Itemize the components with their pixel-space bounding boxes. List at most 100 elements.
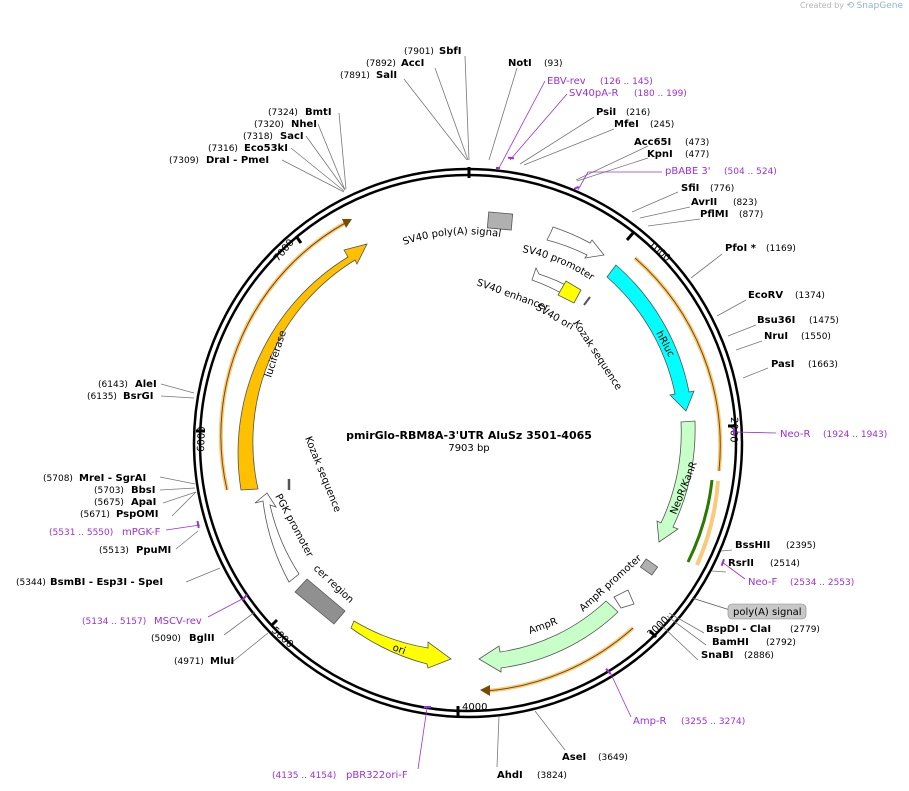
site-pos-BglII: (5090) (151, 634, 181, 644)
site-AleI: AleI (135, 379, 157, 390)
site-SfiI: SfiI (681, 183, 699, 194)
site-pos-BssHII: (2395) (786, 541, 816, 551)
site-SacI: SacI (280, 131, 304, 142)
site-pos-KpnI: (477) (685, 150, 709, 160)
feature-ori-label: ori (391, 642, 407, 657)
site-BssHII: BssHII (735, 540, 770, 551)
primer-pBABE: pBABE 3' (665, 166, 711, 177)
site-PasI: PasI (771, 359, 794, 370)
primer-EBV-rev: EBV-rev (547, 76, 586, 87)
feature-ampR (478, 600, 619, 673)
site-pos-BbsI: (5703) (94, 486, 124, 496)
site-PpuMI: PpuMI (136, 545, 171, 556)
feature-kozak-right-label: Kozak sequence (570, 319, 623, 393)
site-Eco53kI: Eco53kI (244, 143, 288, 154)
site-MreI-SgrAI: MreI - SgrAI (79, 473, 146, 484)
polyA-signal-badge (727, 603, 807, 620)
site-Bsu36I: Bsu36I (757, 315, 795, 326)
site-BsrGI: BsrGI (123, 391, 153, 402)
primer-range-pBABE: (504 .. 524) (724, 167, 777, 177)
feature-sv40pA-box2 (639, 558, 659, 576)
site-pos-NotI: (93) (544, 59, 562, 69)
site-BspDI-ClaI: BspDI - ClaI (706, 624, 771, 635)
site-pos-SalI: (7891) (340, 71, 370, 81)
site-pos-MfeI: (245) (650, 120, 674, 130)
site-BamHI: BamHI (712, 637, 749, 648)
orf-luc-arrowhead (342, 219, 352, 228)
backbone (192, 167, 744, 719)
site-RsrII: RsrII (728, 558, 754, 569)
feature-amp-promoter-label: AmpR promoter (578, 552, 645, 614)
feature-sv40-promoter (546, 226, 605, 259)
site-SalI: SalI (376, 70, 397, 81)
site-pos-PasI: (1663) (808, 360, 838, 370)
tick-5000-mark (269, 618, 279, 628)
tick-1000-mark (625, 232, 635, 241)
tick-4000: 4000 (462, 702, 487, 713)
site-ApaI: ApaI (131, 497, 156, 508)
site-labels: (7901) SbfI (7892) AccI (7891) SalI NotI… (16, 46, 839, 781)
site-pos-Bsu36I: (1475) (809, 316, 839, 326)
plasmid-length: 7903 bp (448, 443, 489, 454)
site-pos-PspOMI: (5671) (80, 510, 110, 520)
site-BbsI: BbsI (131, 485, 155, 496)
site-pos-NruI: (1550) (801, 332, 831, 342)
primer-Neo-F: Neo-F (748, 577, 778, 588)
feature-kozak-right-mark (583, 296, 591, 306)
site-pos-AhdI: (3824) (537, 771, 567, 781)
site-AseI: AseI (562, 752, 586, 763)
bp-ticks: 1000 2000 3000 4000 5000 6000 7000 (196, 232, 739, 716)
site-pos-SfiI: (776) (710, 184, 734, 194)
site-AvrII: AvrII (691, 197, 717, 208)
primer-range-pBR322ori-F: (4135 .. 4154) (272, 771, 336, 781)
site-SnaBI: SnaBI (701, 650, 733, 661)
feature-luciferase (237, 243, 368, 491)
site-PfoI: PfoI * (725, 243, 757, 254)
site-MluI: MluI (210, 656, 234, 667)
site-pos-BsrGI: (6135) (87, 392, 117, 402)
site-pos-SnaBI: (2886) (744, 651, 774, 661)
site-BmtI: BmtI (305, 107, 332, 118)
orf-luc-core (220, 221, 348, 491)
snapgene-logo-icon: ⟲ (846, 1, 855, 11)
site-NotI: NotI (508, 58, 532, 69)
primer-range-Neo-F: (2534 .. 2553) (790, 578, 854, 588)
primer-range-Neo-R: (1924 .. 1943) (823, 430, 887, 440)
site-pos-AvrII: (823) (733, 198, 757, 208)
orf-arcs (218, 219, 723, 696)
site-pos-NheI: (7320) (254, 120, 284, 130)
feature-sv40-polyA-label: SV40 poly(A) signal (401, 226, 501, 248)
primer-labels: EBV-rev (126 .. 145) SV40pA-R (180 .. 19… (49, 76, 887, 781)
site-pos-PpuMI: (5513) (99, 546, 129, 556)
tick-6000: 6000 (196, 426, 208, 452)
primer-range-mPGK-F: (5531 .. 5550) (49, 528, 113, 538)
site-PflMI: PflMI (700, 209, 728, 220)
site-pos-Acc65I: (473) (685, 138, 709, 148)
tick-1000: 1000 (646, 239, 672, 264)
site-MfeI: MfeI (614, 119, 639, 130)
tick-7000-mark (294, 235, 303, 244)
site-pos-BmtI: (7324) (268, 108, 298, 118)
site-pos-PsiI: (216) (626, 108, 650, 118)
primer-pBR322ori-F: pBR322ori-F (346, 770, 408, 781)
site-pos-SpeI: (5344) (16, 578, 46, 588)
polyA-callout-line (691, 597, 731, 611)
site-pos-PflMI: (877) (739, 210, 763, 220)
site-pos-ApaI: (5675) (94, 498, 124, 508)
tick-3000-mark (648, 629, 658, 639)
primer-range-EBV-rev: (126 .. 145) (600, 77, 653, 87)
site-pos-Eco53kI: (7316) (208, 144, 238, 154)
site-PspOMI: PspOMI (116, 509, 158, 520)
feature-ori (350, 620, 452, 669)
orf-amp-arrowhead (480, 685, 490, 696)
feature-cer (294, 578, 346, 625)
site-AccI: AccI (401, 58, 424, 69)
primer-marks (196, 156, 735, 708)
site-DraI-PmeI: DraI - PmeI (206, 155, 269, 166)
tick-3000: 3000 (645, 615, 671, 641)
site-pos-PmeI: (7309) (169, 156, 199, 166)
feature-hRluc (606, 264, 695, 412)
feature-neo (656, 420, 696, 543)
site-pos-SgrAI: (5708) (43, 474, 73, 484)
site-SbfI: SbfI (439, 46, 461, 57)
